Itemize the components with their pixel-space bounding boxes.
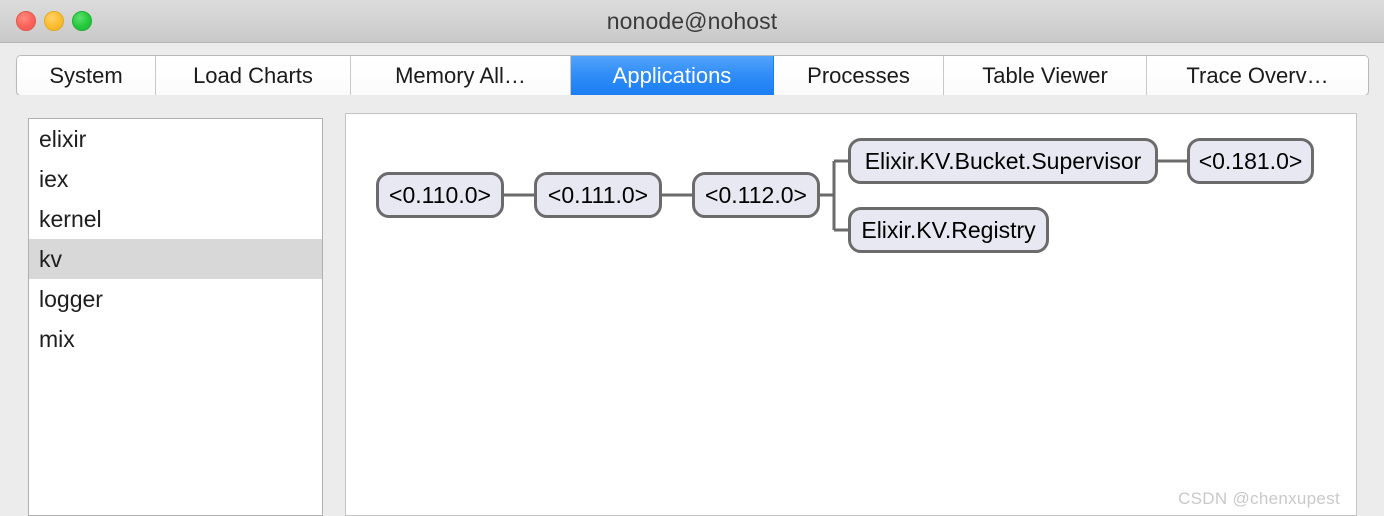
process-node[interactable]: <0.111.0> bbox=[534, 172, 662, 218]
list-item[interactable]: kernel bbox=[39, 206, 102, 232]
tab-system[interactable]: System bbox=[17, 56, 156, 95]
list-item[interactable]: elixir bbox=[39, 126, 87, 152]
window-controls bbox=[16, 11, 92, 31]
tab-trace-overv[interactable]: Trace Overv… bbox=[1147, 56, 1368, 95]
list-item[interactable]: kv bbox=[29, 239, 322, 279]
list-item[interactable]: logger bbox=[39, 286, 103, 312]
tab-applications[interactable]: Applications bbox=[571, 56, 774, 95]
tab-load-charts[interactable]: Load Charts bbox=[156, 56, 351, 95]
process-tree: <0.110.0> <0.111.0> <0.112.0> Elixir.KV.Buc… bbox=[346, 114, 1356, 515]
tree-connectors bbox=[504, 159, 1187, 232]
process-tree-panel[interactable]: <0.110.0> <0.111.0> <0.112.0> Elixir.KV.Buc… bbox=[345, 113, 1357, 516]
process-node[interactable]: <0.110.0> bbox=[376, 172, 504, 218]
process-node[interactable]: Elixir.KV.Bucket.Supervisor bbox=[848, 138, 1158, 184]
process-node[interactable]: Elixir.KV.Registry bbox=[848, 207, 1049, 253]
process-node[interactable]: <0.112.0> bbox=[692, 172, 820, 218]
tab-processes[interactable]: Processes bbox=[774, 56, 944, 95]
list-item[interactable]: iex bbox=[39, 166, 69, 192]
application-list[interactable]: elixir iex kernel kv logger mix bbox=[28, 118, 323, 516]
list-item[interactable]: mix bbox=[39, 326, 75, 352]
tab-memory-all[interactable]: Memory All… bbox=[351, 56, 571, 95]
title-bar: nonode@nohost bbox=[0, 0, 1384, 43]
window-title: nonode@nohost bbox=[606, 8, 778, 34]
close-button[interactable] bbox=[16, 11, 36, 31]
zoom-button[interactable] bbox=[72, 11, 92, 31]
minimize-button[interactable] bbox=[44, 11, 64, 31]
process-node[interactable]: <0.181.0> bbox=[1187, 138, 1314, 184]
tab-table-viewer[interactable]: Table Viewer bbox=[944, 56, 1147, 95]
